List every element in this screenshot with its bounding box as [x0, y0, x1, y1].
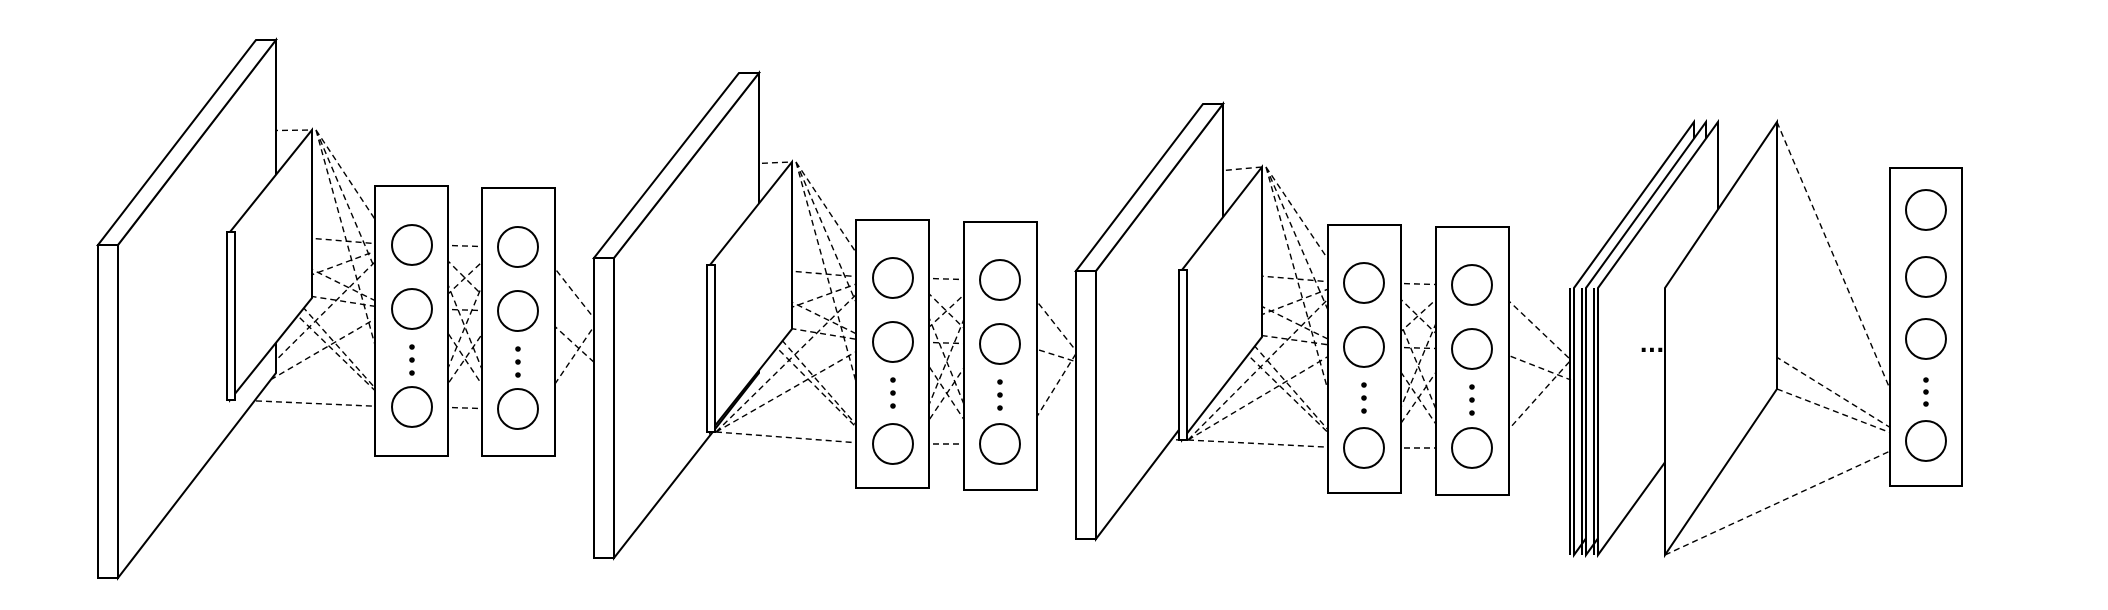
block-1-input-plane-edge — [97, 244, 119, 579]
diagram-shapes — [95, 37, 1963, 581]
block-2-ellipsis-dot — [890, 377, 896, 383]
block-1-ellipsis-dot — [515, 359, 521, 365]
feature-map-ellipsis: ... — [1639, 333, 1664, 358]
output-connection — [1776, 121, 1913, 442]
block-1-ellipsis-dot — [515, 372, 521, 378]
block-2-ellipsis-dot — [997, 379, 1003, 385]
block-3-input-plane-edge — [1075, 270, 1097, 540]
block-1-kernel-connection — [270, 289, 393, 408]
output-ellipsis-dot — [1923, 401, 1929, 407]
output-ellipsis-dot — [1923, 377, 1929, 383]
block-2-kernel-connection — [795, 161, 874, 279]
block-1-neuron — [497, 226, 539, 268]
block-1-kernel-connection — [235, 231, 393, 310]
block-3-ellipsis-dot — [1361, 408, 1367, 414]
block-2-neuron — [979, 323, 1021, 365]
block-3-neuron — [1451, 264, 1493, 306]
block-2-neuron — [872, 257, 914, 299]
block-1-neuron — [497, 388, 539, 430]
block-1-kernel-connection — [235, 231, 393, 408]
block-2-output-connection — [1019, 351, 1078, 445]
block-3-kernel-connection — [1187, 439, 1345, 449]
output-neuron — [1905, 256, 1947, 298]
output-connection — [1664, 287, 1913, 442]
block-3-kernel-connection — [1187, 269, 1345, 284]
block-1-kernel-edge — [226, 231, 236, 401]
block-2-kernel-connection — [715, 431, 874, 445]
block-1-ellipsis-dot — [515, 346, 521, 352]
output-neuron — [1905, 420, 1947, 462]
block-3-kernel-edge — [1178, 269, 1188, 441]
output-neuron — [1905, 189, 1947, 231]
block-3-ellipsis-dot — [1361, 395, 1367, 401]
block-2-ellipsis-dot — [890, 403, 896, 409]
block-3-output-connection — [1491, 284, 1572, 361]
block-2-kernel-connection — [715, 264, 874, 279]
block-1-output-connection — [537, 321, 598, 410]
block-2-ellipsis-dot — [997, 392, 1003, 398]
block-1-ellipsis-dot — [409, 357, 415, 363]
block-3-ellipsis-dot — [1361, 382, 1367, 388]
block-3-neuron — [1343, 262, 1385, 304]
block-3-kernel-connection — [1187, 346, 1345, 441]
block-1-ellipsis-dot — [409, 370, 415, 376]
block-1-ellipsis-dot — [409, 344, 415, 350]
block-2-kernel-connection — [715, 264, 874, 343]
block-3-kernel-connection — [1187, 282, 1345, 441]
output-neuron — [1905, 318, 1947, 360]
block-3-ellipsis-dot — [1469, 410, 1475, 416]
block-2-neuron — [979, 423, 1021, 465]
block-2-kernel-edge — [706, 264, 716, 433]
block-1-neuron — [391, 224, 433, 266]
block-3-neuron — [1451, 328, 1493, 370]
block-1-kernel-connection — [235, 231, 393, 246]
block-2-neuron — [872, 423, 914, 465]
block-1-kernel-connection — [315, 129, 393, 408]
block-2-input-plane-edge — [593, 257, 615, 559]
block-3-kernel-connection — [1265, 166, 1345, 284]
final-feature-plane — [1664, 118, 1778, 559]
block-2-neuron — [979, 259, 1021, 301]
block-3-ellipsis-dot — [1469, 397, 1475, 403]
block-3-kernel-connection — [1221, 329, 1345, 449]
block-2-ellipsis-dot — [997, 405, 1003, 411]
block-1-neuron — [391, 386, 433, 428]
output-ellipsis-dot — [1923, 389, 1929, 395]
block-3-ellipsis-dot — [1469, 384, 1475, 390]
block-3-neuron — [1343, 326, 1385, 368]
output-connection — [1664, 440, 1913, 556]
block-1-kernel-connection — [235, 244, 393, 401]
block-1-neuron — [391, 288, 433, 330]
block-2-kernel-connection — [750, 321, 874, 445]
block-2-neuron — [872, 321, 914, 363]
block-3-neuron — [1451, 427, 1493, 469]
block-2-kernel-connection — [715, 277, 874, 433]
block-1-kernel-connection — [235, 399, 393, 408]
block-3-kernel-connection — [1187, 269, 1345, 348]
block-1-neuron — [497, 290, 539, 332]
block-2-kernel-connection — [715, 341, 874, 433]
block-3-neuron — [1343, 427, 1385, 469]
block-2-ellipsis-dot — [890, 390, 896, 396]
